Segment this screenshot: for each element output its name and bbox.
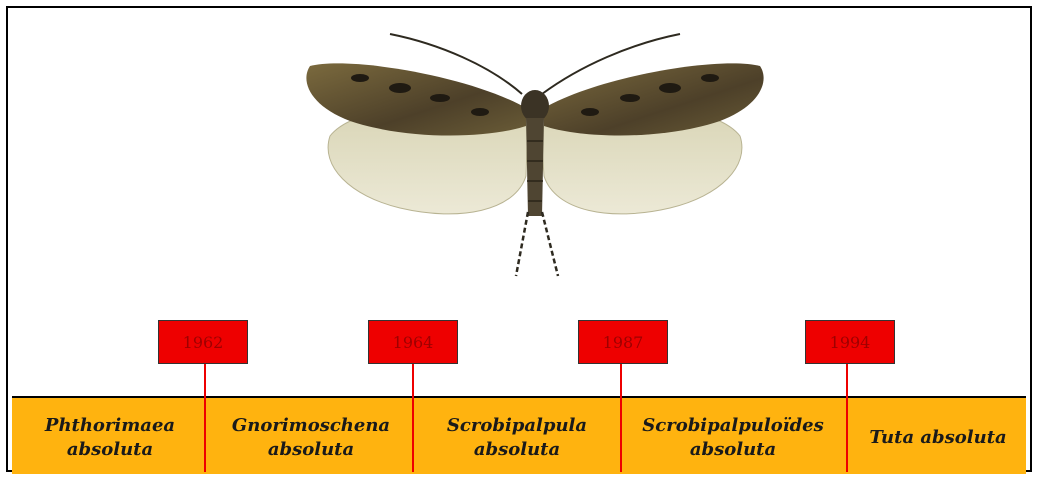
timeline-name-4: Scrobipalpuloïdes absoluta [620,404,846,472]
year-label: 1962 [183,333,224,352]
moth-image [290,26,780,306]
timeline-name-3: Scrobipalpula absoluta [414,404,620,472]
timeline-stem [412,362,414,472]
timeline-stem [204,362,206,472]
year-label: 1994 [830,333,871,352]
moth-illustration [290,26,780,306]
name-line: absoluta [67,439,153,460]
figure-frame: Phthorimaea absoluta Gnorimoschena absolut… [6,6,1032,472]
name-line: absoluta [268,439,354,460]
year-marker-1964: 1964 [368,320,458,364]
timeline-stem [620,362,622,472]
name-line: Gnorimoschena [232,415,390,436]
name-line: Tuta absoluta [869,427,1006,448]
year-marker-1962: 1962 [158,320,248,364]
timeline-name-5: Tuta absoluta [846,404,1030,472]
timeline-stem [846,362,848,472]
year-marker-1987: 1987 [578,320,668,364]
timeline-name-1: Phthorimaea absoluta [12,404,208,472]
name-line: Phthorimaea [45,415,175,436]
name-line: absoluta [690,439,776,460]
name-line: absoluta [474,439,560,460]
year-label: 1964 [393,333,434,352]
name-line: Scrobipalpula [447,415,587,436]
year-marker-1994: 1994 [805,320,895,364]
year-label: 1987 [603,333,644,352]
name-line: Scrobipalpuloïdes [642,415,824,436]
timeline-name-2: Gnorimoschena absoluta [208,404,414,472]
